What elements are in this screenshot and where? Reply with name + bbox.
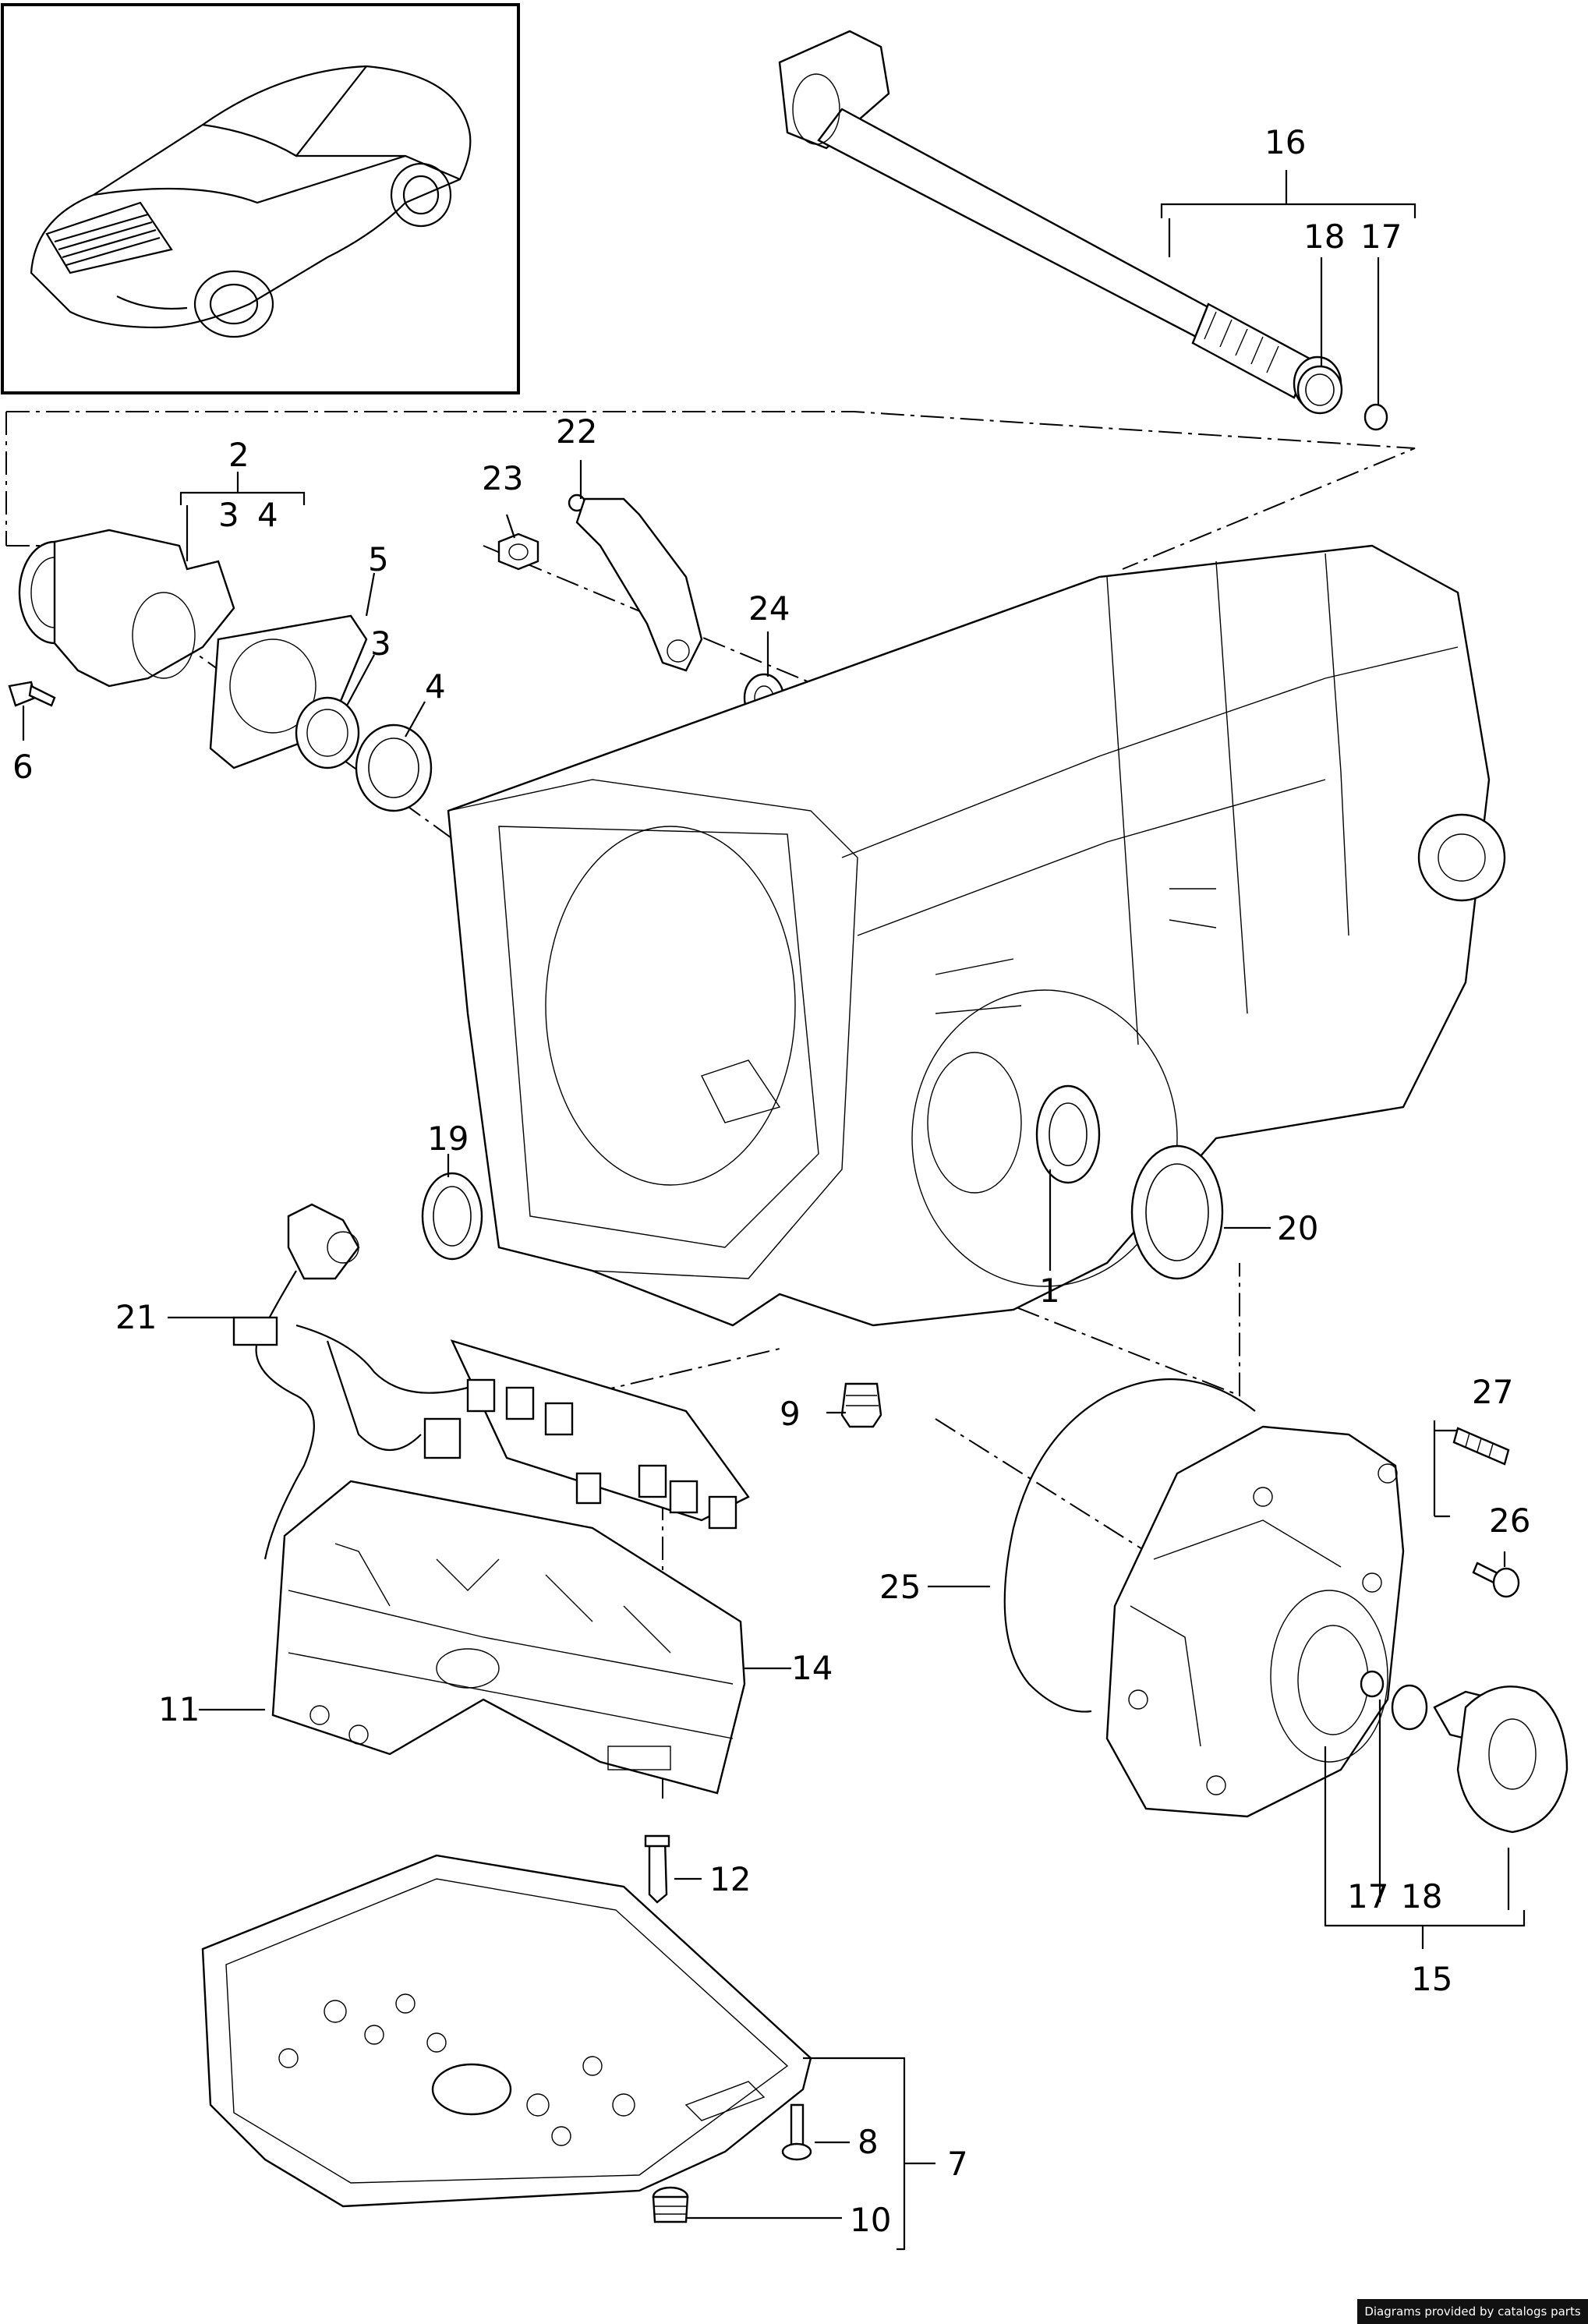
footer-credit: Diagrams provided by catalogs parts: [1357, 2299, 1588, 2324]
callout-21: 21: [115, 1298, 157, 1336]
callout-18-bottom: 18: [1401, 1877, 1442, 1915]
o-ring-part: [1003, 1378, 1256, 1713]
shaft-seal-part: [1035, 1084, 1101, 1184]
output-shaft-flange-part: [1360, 1670, 1569, 1834]
nut-part: [497, 532, 539, 571]
bracket-part: [568, 493, 703, 672]
callout-25: 25: [879, 1568, 921, 1606]
car-thumbnail-icon: [30, 65, 472, 338]
callout-4: 4: [425, 667, 446, 706]
seal-ring-part: [421, 1172, 483, 1261]
small-ring-part: [1363, 403, 1388, 431]
callout-26: 26: [1489, 1502, 1530, 1540]
callout-14: 14: [791, 1649, 833, 1687]
drain-plug-part: [840, 1382, 882, 1428]
callout-19: 19: [427, 1120, 469, 1158]
callout-7: 7: [947, 2145, 968, 2183]
valve-body-part: [271, 1480, 746, 1795]
leader-lines: [22, 170, 1526, 2251]
callout-18-top: 18: [1303, 218, 1345, 256]
callout-10: 10: [850, 2201, 891, 2239]
oil-pan-part: [201, 1854, 812, 2208]
vehicle-thumbnail: [1, 3, 520, 394]
drive-shaft-part: [778, 30, 1342, 412]
bolt-part: [8, 681, 56, 707]
callout-8: 8: [858, 2123, 879, 2161]
callout-27: 27: [1472, 1373, 1513, 1411]
output-flange-part: [18, 529, 433, 812]
callout-22: 22: [556, 412, 597, 451]
pan-bolt-part: [781, 2103, 812, 2161]
callout-1: 1: [1039, 1272, 1060, 1310]
callout-16: 16: [1264, 123, 1306, 161]
callout-labels: 1 2 3 4 3 4 5 6 7 8 9 10 11 12 14 15 16 …: [12, 123, 1530, 2239]
callout-3: 3: [370, 624, 391, 663]
callout-20: 20: [1277, 1209, 1318, 1247]
callout-11: 11: [158, 1690, 200, 1728]
callout-23: 23: [482, 459, 523, 497]
large-seal-part: [1130, 1144, 1224, 1280]
callout-24: 24: [748, 589, 790, 628]
wiring-harness-part: [232, 1203, 750, 1560]
valve-body-bolt-part: [644, 1834, 670, 1904]
callout-12: 12: [709, 1860, 751, 1898]
callout-15: 15: [1411, 1960, 1452, 1998]
callout-9: 9: [780, 1395, 801, 1433]
callout-5: 5: [368, 540, 389, 578]
circlip-part: [1296, 365, 1343, 415]
callout-4-group: 4: [257, 496, 278, 534]
callout-2: 2: [228, 436, 249, 474]
callout-17-bottom: 17: [1347, 1877, 1388, 1915]
pan-drain-plug-part: [652, 2186, 689, 2223]
callout-6: 6: [12, 748, 34, 786]
callout-3-group: 3: [218, 496, 239, 534]
cover-stud-part: [1452, 1427, 1510, 1466]
cover-bolt-part: [1472, 1562, 1520, 1598]
differential-cover-part: [1105, 1425, 1405, 1818]
callout-17-top: 17: [1360, 218, 1402, 256]
transmission-housing: [447, 544, 1506, 1327]
